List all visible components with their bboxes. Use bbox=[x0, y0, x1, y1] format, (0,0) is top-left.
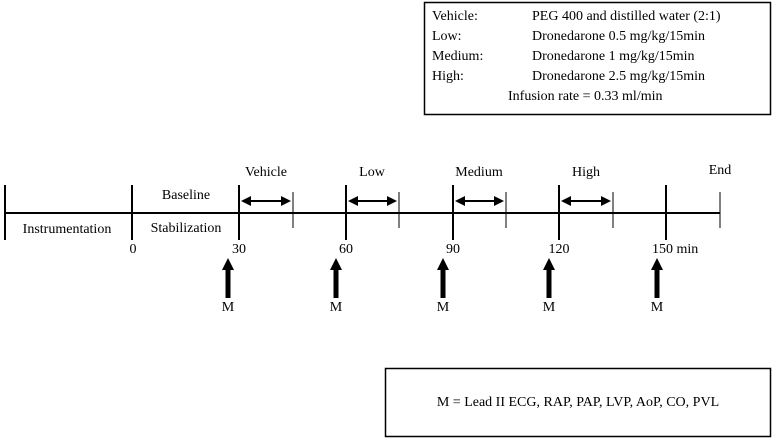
measurement-label-30: M bbox=[222, 300, 235, 315]
legend-infusion-rate: Infusion rate = 0.33 ml/min bbox=[508, 89, 663, 104]
phase-label-baseline: Baseline bbox=[162, 188, 210, 203]
legend-value-vehicle: PEG 400 and distilled water (2:1) bbox=[532, 9, 721, 24]
phase-label-end: End bbox=[709, 163, 732, 178]
infusion-arrow-low bbox=[348, 196, 397, 206]
dose-legend: Vehicle: PEG 400 and distilled water (2:… bbox=[423, 1, 772, 116]
tick-label-60: 60 bbox=[339, 242, 353, 257]
measurement-label-60: M bbox=[330, 300, 343, 315]
measurement-label-150: M bbox=[651, 300, 664, 315]
measurement-key: M = Lead II ECG, RAP, PAP, LVP, AoP, CO,… bbox=[384, 367, 772, 438]
tick-label-0: 0 bbox=[130, 242, 137, 257]
tick-label-30: 30 bbox=[232, 242, 246, 257]
infusion-arrow-medium bbox=[455, 196, 504, 206]
label-stabilization: Stabilization bbox=[151, 221, 222, 236]
phase-label-medium: Medium bbox=[455, 165, 503, 180]
measurement-arrow-60: M bbox=[330, 258, 343, 315]
measurement-key-text: M = Lead II ECG, RAP, PAP, LVP, AoP, CO,… bbox=[437, 395, 719, 410]
measurement-markers: M M M M M bbox=[222, 258, 664, 315]
measurement-key-frame bbox=[384, 367, 772, 438]
phase-label-high: High bbox=[572, 165, 600, 180]
tick-label-120: 120 bbox=[549, 242, 570, 257]
tick-label-150: 150 min bbox=[652, 242, 698, 257]
dose-legend-frame bbox=[423, 1, 772, 116]
phase-label-low: Low bbox=[359, 165, 386, 180]
legend-value-low: Dronedarone 0.5 mg/kg/15min bbox=[532, 29, 705, 44]
measurement-arrow-150: M bbox=[651, 258, 664, 315]
phase-label-vehicle: Vehicle bbox=[245, 165, 287, 180]
measurement-arrow-90: M bbox=[437, 258, 450, 315]
legend-value-medium: Dronedarone 1 mg/kg/15min bbox=[532, 49, 695, 64]
legend-label-vehicle: Vehicle: bbox=[432, 9, 478, 24]
legend-label-medium: Medium: bbox=[432, 49, 483, 64]
legend-label-low: Low: bbox=[432, 29, 462, 44]
legend-value-high: Dronedarone 2.5 mg/kg/15min bbox=[532, 69, 705, 84]
measurement-label-90: M bbox=[437, 300, 450, 315]
label-instrumentation: Instrumentation bbox=[23, 222, 112, 237]
infusion-arrow-high bbox=[561, 196, 611, 206]
infusion-arrow-vehicle bbox=[241, 196, 291, 206]
measurement-arrow-120: M bbox=[543, 258, 556, 315]
protocol-timeline: Baseline Vehicle Low Medium High End Ins… bbox=[4, 163, 732, 257]
measurement-label-120: M bbox=[543, 300, 556, 315]
legend-label-high: High: bbox=[432, 69, 464, 84]
measurement-arrow-30: M bbox=[222, 258, 235, 315]
tick-label-90: 90 bbox=[446, 242, 460, 257]
